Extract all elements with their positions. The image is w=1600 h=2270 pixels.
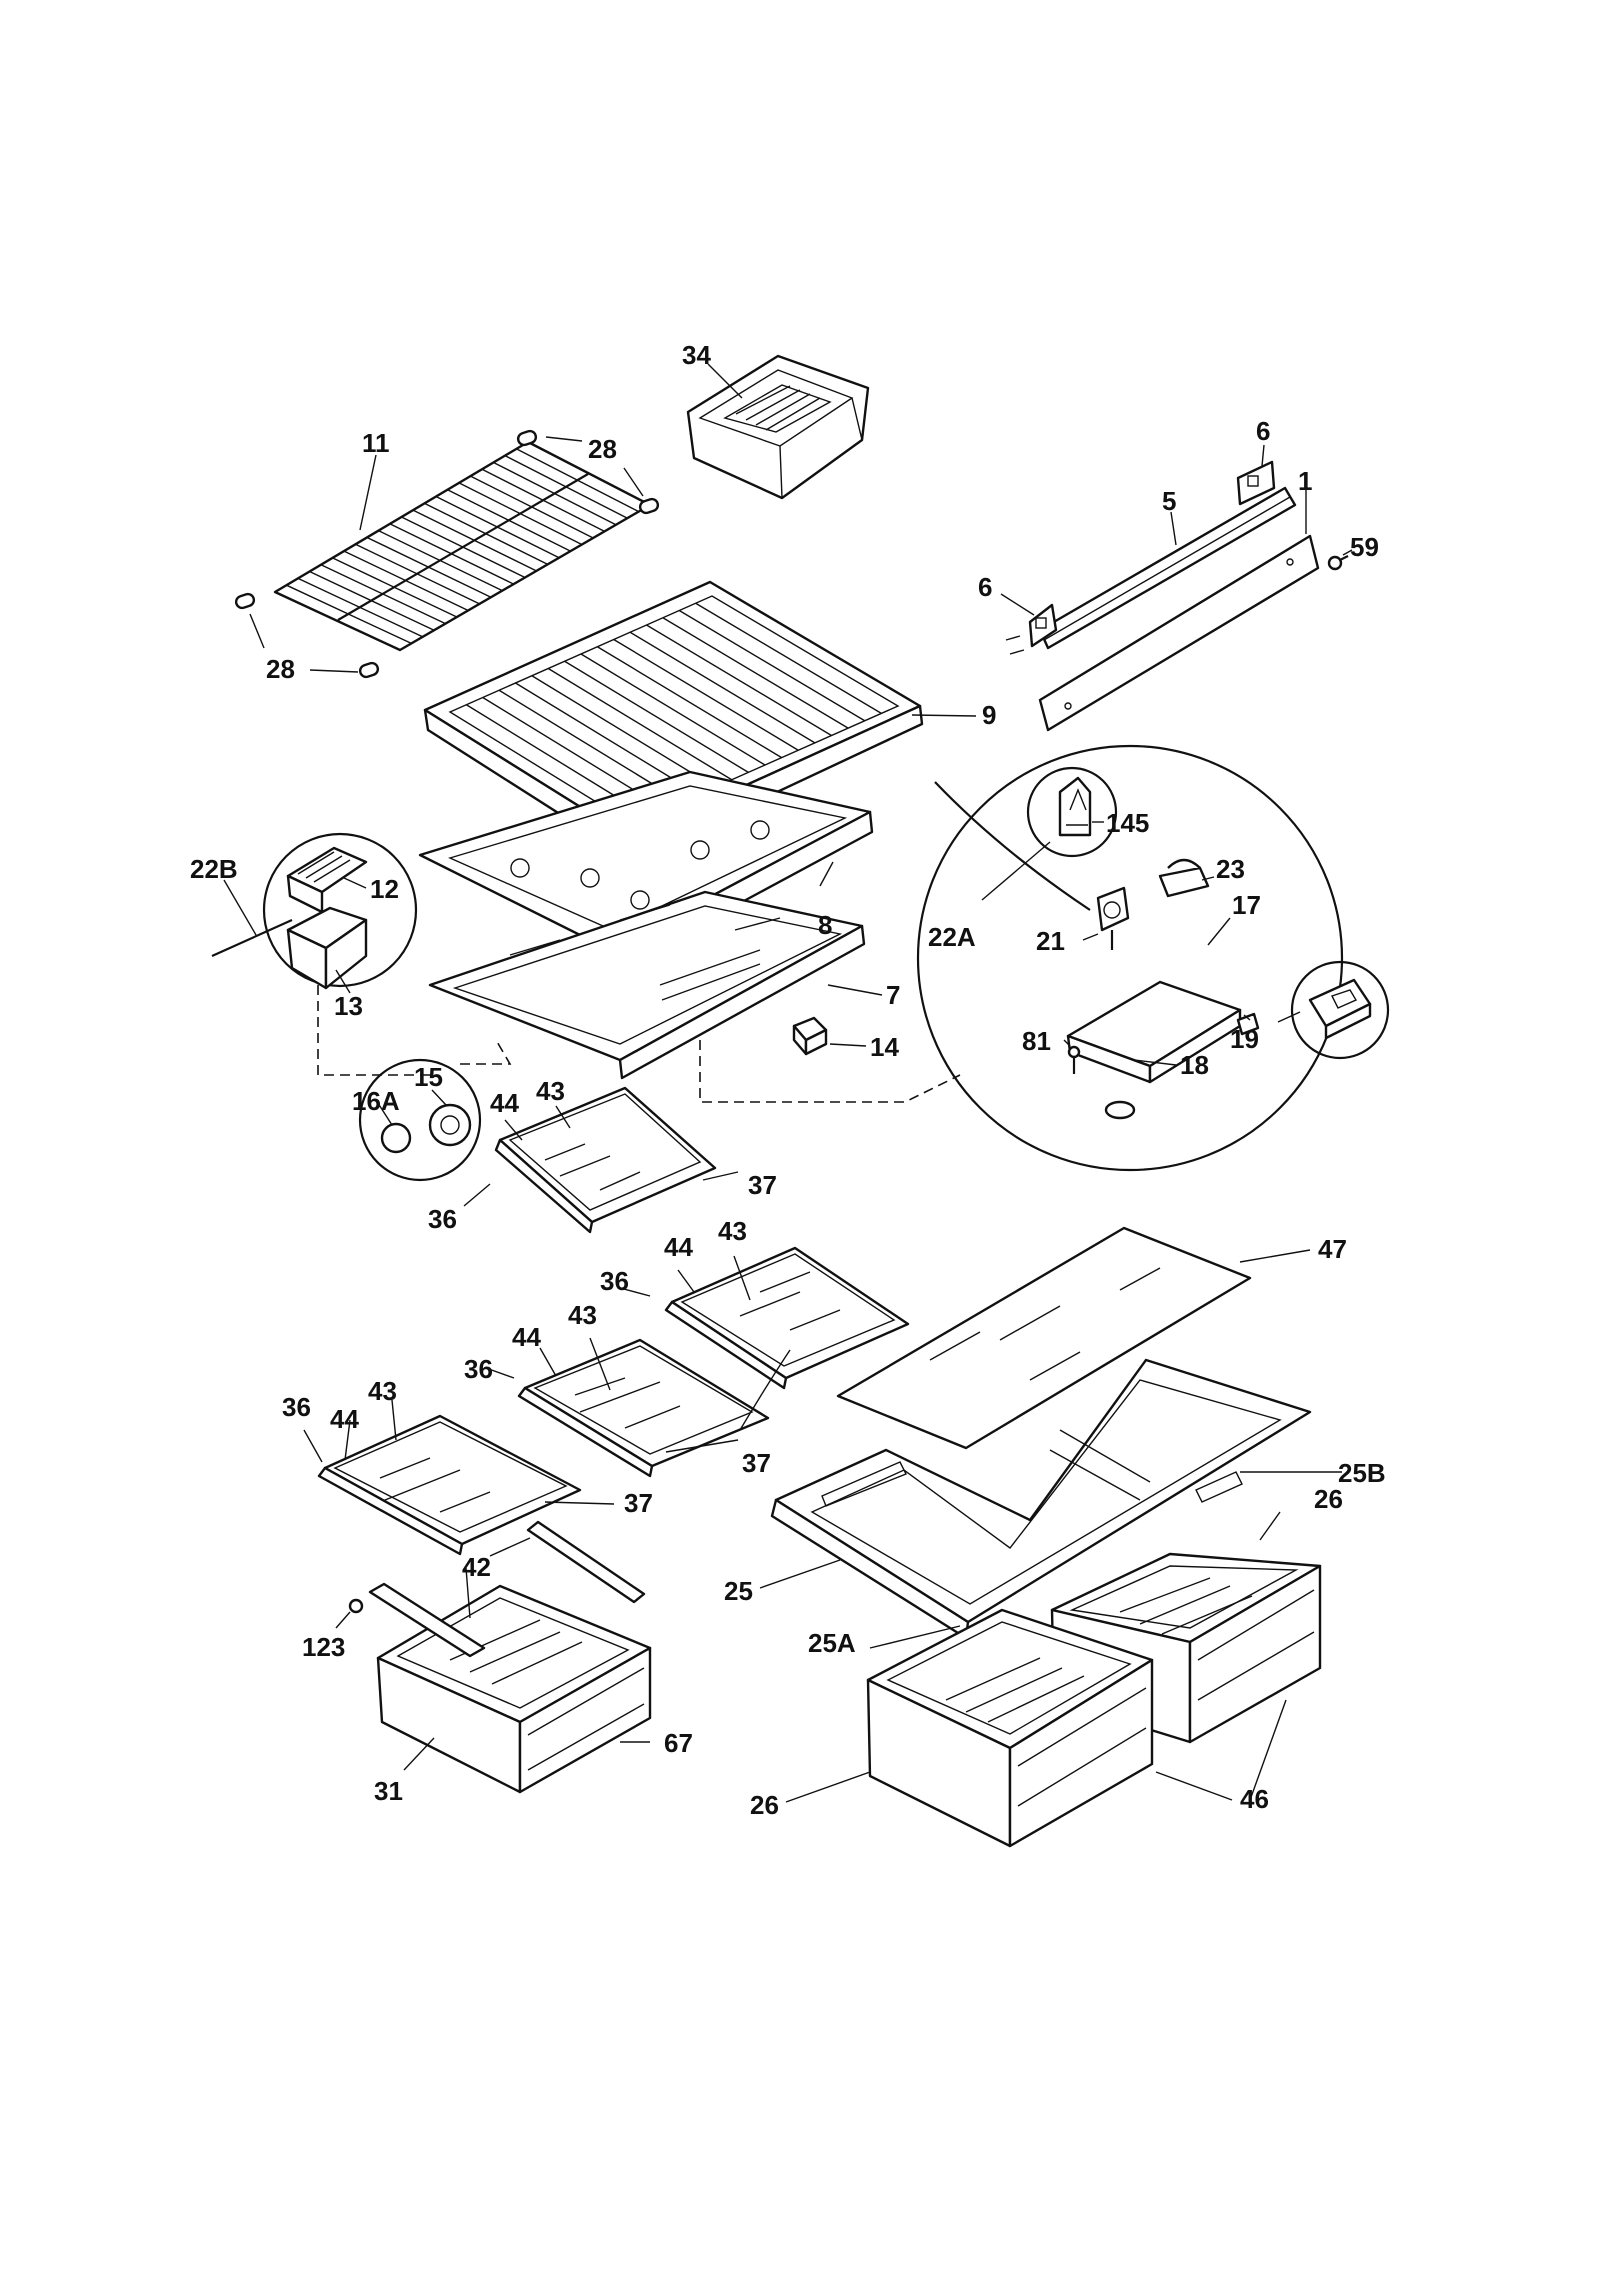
callout-8: 8 [818,910,832,940]
callout-28: 28 [588,434,617,464]
callout-59: 59 [1350,532,1379,562]
callout-1: 1 [1298,466,1312,496]
part-43-glass-shelf-3 [517,1338,770,1478]
part-47-glass-panel [836,1226,1252,1450]
part-6-brackets [1005,460,1276,655]
callout-11: 11 [362,428,390,458]
callout-17: 17 [1232,890,1261,920]
callout-6: 6 [1256,416,1270,446]
detail-circle-left [211,832,418,990]
callout-7: 7 [886,980,900,1010]
callout-81: 81 [1022,1026,1051,1056]
part-42-divider [526,1520,646,1604]
callout-43: 43 [368,1376,397,1406]
callout-22a: 22A [928,922,976,952]
callout-9: 9 [982,700,996,730]
detail-circle-right [916,744,1344,1172]
callout-67: 67 [664,1728,693,1758]
callout-34: 34 [682,340,711,370]
callout-16a: 16A [352,1086,400,1116]
callout-43: 43 [536,1076,565,1106]
callout-44: 44 [664,1232,693,1262]
callout-28: 28 [266,654,295,684]
detail-circle-switch [1290,960,1390,1060]
callout-36: 36 [464,1354,493,1384]
part-31-drawer [376,1584,652,1794]
callout-18: 18 [1180,1050,1209,1080]
callout-25b: 25B [1338,1458,1386,1488]
part-14-switch [792,1016,828,1056]
callout-5: 5 [1162,486,1176,516]
callout-36: 36 [428,1204,457,1234]
part-59-screw [1327,555,1349,571]
part-11-wire-shelf [273,440,652,652]
callout-19: 19 [1230,1024,1259,1054]
callout-22b: 22B [190,854,238,884]
callout-14: 14 [870,1032,899,1062]
callout-13: 13 [334,991,363,1021]
callout-12: 12 [370,874,399,904]
callout-43: 43 [718,1216,747,1246]
part-28-end-caps [234,429,660,679]
callout-21: 21 [1036,926,1065,956]
callout-44: 44 [490,1088,519,1118]
callout-42: 42 [462,1552,491,1582]
callout-37: 37 [748,1170,777,1200]
callout-26: 26 [1314,1484,1343,1514]
callout-31: 31 [374,1776,403,1806]
callout-37: 37 [624,1488,653,1518]
callout-36: 36 [282,1392,311,1422]
callout-145: 145 [1106,808,1149,838]
callout-25a: 25A [808,1628,856,1658]
detail-circle-light [358,1058,482,1182]
callout-37: 37 [742,1448,771,1478]
part-26-drawer-left [866,1608,1154,1848]
part-43-glass-shelf-2 [664,1246,910,1390]
callout-44: 44 [330,1404,359,1434]
part-43-glass-shelf-1 [494,1086,717,1234]
callout-44: 44 [512,1322,541,1352]
callout-36: 36 [600,1266,629,1296]
callout-46: 46 [1240,1784,1269,1814]
part-43-glass-shelf-4 [317,1414,582,1556]
callout-43: 43 [568,1300,597,1330]
callout-123: 123 [302,1632,345,1662]
part-34-tray [686,354,870,500]
part-1-trim [1038,534,1320,732]
callout-6: 6 [978,572,992,602]
part-7-shelf-base [428,890,866,1080]
callout-47: 47 [1318,1234,1347,1264]
part-5-rail [1038,486,1297,650]
part-123-bracket [348,1582,486,1658]
callout-23: 23 [1216,854,1245,884]
callout-labels: 34 11 28 28 6 6 5 1 59 9 22B 12 13 8 7 1… [190,340,1386,1820]
callout-25: 25 [724,1576,753,1606]
callout-15: 15 [414,1062,443,1092]
callout-26: 26 [750,1790,779,1820]
